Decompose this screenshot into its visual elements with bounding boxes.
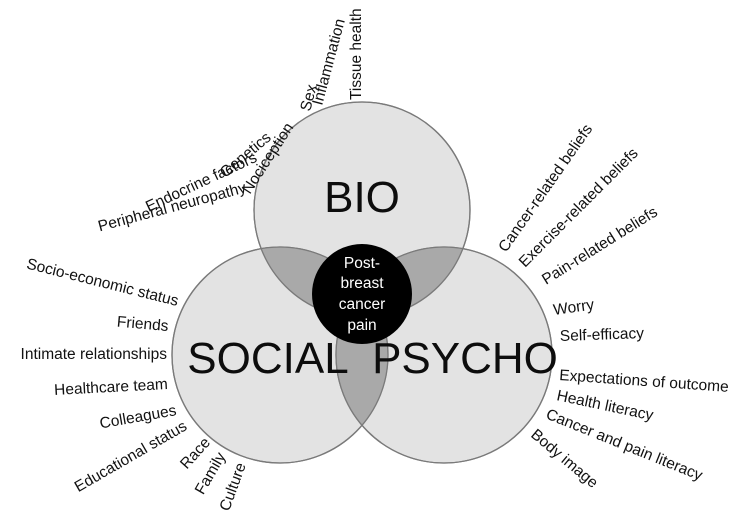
bio-title: BIO	[324, 173, 400, 222]
center-line-4: pain	[347, 317, 376, 334]
psycho-factor: Self-efficacy	[560, 325, 645, 345]
social-factor: Healthcare team	[54, 376, 168, 399]
bio-factor: Tissue health	[348, 8, 365, 100]
psycho-factor: Expectations of outcome	[559, 367, 730, 396]
social-factor: Socio-economic status	[25, 256, 181, 310]
social-factor: Friends	[116, 314, 169, 335]
center-line-2: breast	[340, 275, 384, 292]
social-factor: Educational status	[72, 418, 190, 496]
center-line-3: cancer	[339, 296, 386, 313]
bio-factor: Sex	[297, 83, 320, 113]
social-title: SOCIAL	[187, 334, 348, 383]
social-factor: Intimate relationships	[21, 346, 168, 363]
center-line-1: Post-	[344, 255, 380, 272]
psycho-factor: Worry	[552, 296, 595, 319]
center-circle	[312, 244, 412, 344]
psycho-title: PSYCHO	[372, 334, 558, 383]
